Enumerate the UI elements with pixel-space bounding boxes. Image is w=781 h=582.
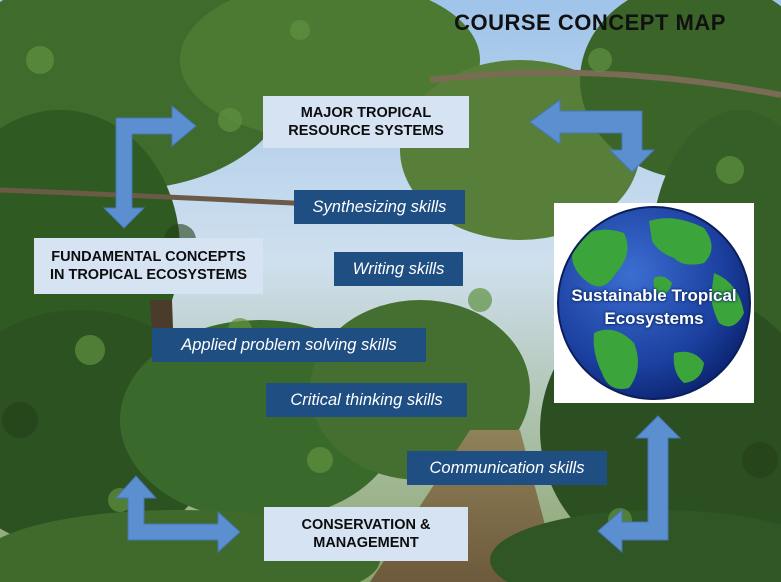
skill-writing: Writing skills [334, 252, 463, 286]
skill-applied-problem-solving: Applied problem solving skills [152, 328, 426, 362]
skill-critical-thinking: Critical thinking skills [266, 383, 467, 417]
node-conservation-management: CONSERVATION & MANAGEMENT [264, 507, 468, 561]
skill-synthesizing: Synthesizing skills [294, 190, 465, 224]
globe-panel [554, 203, 754, 403]
globe-icon [557, 206, 751, 400]
skill-communication: Communication skills [407, 451, 607, 485]
node-major-tropical-resource-systems: MAJOR TROPICAL RESOURCE SYSTEMS [263, 96, 469, 148]
node-fundamental-concepts: FUNDAMENTAL CONCEPTS IN TROPICAL ECOSYST… [34, 238, 263, 294]
node-sustainable-tropical-ecosystems: Sustainable Tropical Ecosystems [571, 286, 737, 328]
page-title: COURSE CONCEPT MAP [454, 10, 726, 35]
